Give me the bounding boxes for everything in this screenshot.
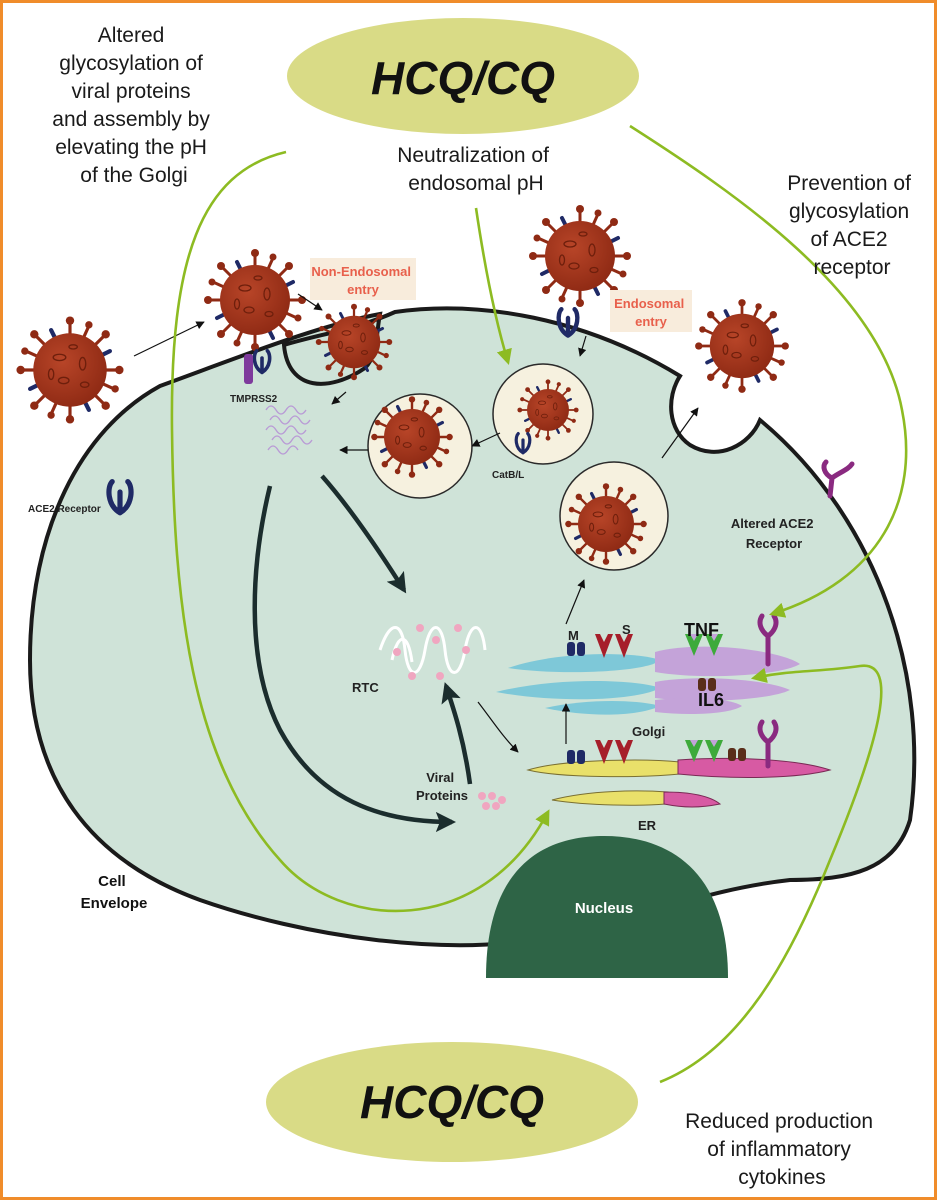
hcq-label-top: HCQ/CQ xyxy=(371,52,555,104)
virus-binding xyxy=(202,247,308,353)
hcq-effect-arrows xyxy=(170,124,908,1084)
virus-in-endosome xyxy=(516,378,580,442)
virus-in-exit-vesicle xyxy=(563,481,649,567)
catbl-label: CatB/L xyxy=(492,470,524,481)
hcq-ellipse-top xyxy=(287,18,639,134)
hcq-ellipse-bottom xyxy=(266,1042,638,1162)
viral-proteins-label: Viral Proteins xyxy=(416,770,468,803)
er-receptor-icon xyxy=(757,719,779,769)
il6-er-icon xyxy=(728,748,746,761)
cell-body xyxy=(27,306,917,948)
golgi-label: Golgi xyxy=(632,724,665,739)
viral-proteins-particles xyxy=(478,792,506,810)
er-label: ER xyxy=(638,818,657,833)
cytokine-effect-note: Reduced production of inflammatory cytok… xyxy=(685,1110,879,1189)
hcq-label-bottom: HCQ/CQ xyxy=(360,1076,544,1128)
endosomal-effect-note: Neutralization of endosomal pH xyxy=(397,144,555,195)
non-endosomal-entry-box xyxy=(310,258,416,300)
nucleus xyxy=(486,836,728,978)
altered-ace2-label: Altered ACE2 Receptor xyxy=(731,516,817,551)
cell-envelope-label: Cell Envelope xyxy=(81,873,148,912)
virus-outside-left xyxy=(16,316,123,423)
rtc-label: RTC xyxy=(352,680,379,695)
rtc-particles xyxy=(393,624,470,680)
endosomal-entry-box xyxy=(610,290,692,332)
ace2-receptor-label: ACE2 Receptor xyxy=(28,504,101,515)
il6-label: IL6 xyxy=(698,690,724,710)
il6-icon xyxy=(698,678,716,691)
nucleus-label: Nucleus xyxy=(575,900,633,917)
pathway-arrows xyxy=(133,293,699,753)
viral-rna-strands-icon xyxy=(265,405,313,455)
tmprss2-icon xyxy=(244,354,253,384)
altered-ace2-icon xyxy=(821,459,855,499)
golgi-apparatus xyxy=(496,646,800,715)
virus-non-endosomal xyxy=(314,302,394,382)
ace2-effect-note: Prevention of glycosylation of ACE2 rece… xyxy=(787,172,917,279)
m-label: M xyxy=(568,628,579,643)
non-endosomal-entry-label: Non-Endosomal entry xyxy=(311,264,414,297)
endosomal-entry-label: Endosomal entry xyxy=(614,296,688,329)
golgi-effect-note: Altered glycosylation of viral proteins … xyxy=(52,24,215,187)
tmprss2-label: TMPRSS2 xyxy=(230,394,278,405)
s-label: S xyxy=(622,622,631,637)
virus-released xyxy=(693,297,791,395)
translation-arrows xyxy=(252,474,473,833)
virus-in-vesicle xyxy=(369,394,455,480)
tnf-label: TNF xyxy=(684,620,719,640)
